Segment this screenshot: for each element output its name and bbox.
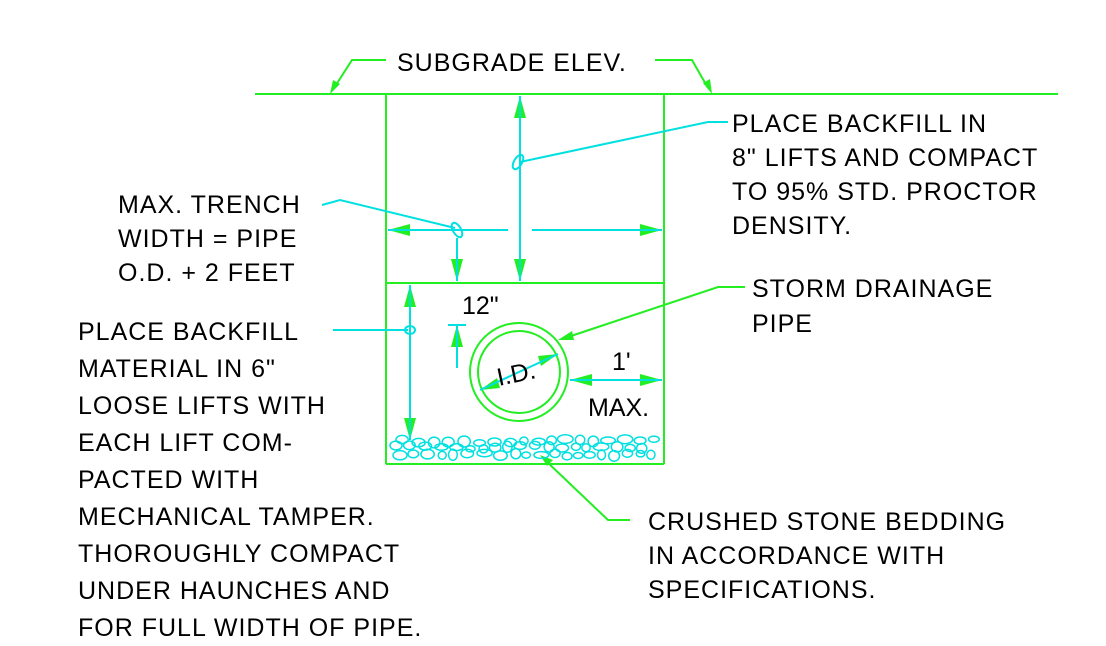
backfill-lower-label: PLACE BACKFILL MATERIAL IN 6" LOOSE LIFT… — [78, 318, 422, 642]
bedding-stone — [492, 450, 508, 462]
crushed-stone-bedding — [389, 434, 660, 462]
bedding-stone — [621, 448, 634, 458]
subgrade-label: SUBGRADE ELEV. — [397, 49, 627, 77]
bedding-stone — [583, 450, 596, 459]
bedding-stone — [411, 437, 426, 448]
bedding-stone — [437, 450, 447, 460]
bedding-stone — [447, 448, 459, 462]
bedding-stone — [503, 437, 518, 448]
bedding-leader — [544, 459, 630, 521]
bedding-stone — [427, 436, 441, 449]
subgrade-arrow-right — [703, 79, 712, 94]
backfill-lower-line-2: MATERIAL IN 6" — [78, 355, 276, 383]
bedding-stone — [457, 435, 472, 448]
pipe-inner-wall — [477, 330, 561, 414]
bedding-stone — [556, 434, 574, 445]
bedding-stone — [487, 437, 502, 447]
bedding-stone — [476, 448, 493, 458]
bedding-stone — [395, 434, 409, 445]
subgrade-leader-right — [655, 59, 709, 89]
bedding-stone — [518, 436, 529, 446]
backfill-top-label: PLACE BACKFILL IN 8" LIFTS AND COMPACT T… — [732, 110, 1046, 240]
backfill-lower-line-4: EACH LIFT COM- — [78, 429, 293, 457]
bedding-stone — [510, 447, 522, 460]
trench-width-line-2: WIDTH = PIPE — [118, 225, 297, 253]
bedding-stone — [646, 449, 656, 461]
backfill-top-line-1: PLACE BACKFILL IN — [732, 110, 987, 138]
backfill-lower-line-1: PLACE BACKFILL — [78, 318, 298, 346]
bedding-label: CRUSHED STONE BEDDING IN ACCORDANCE WITH… — [648, 508, 1014, 604]
backfill-lower-line-9: FOR FULL WIDTH OF PIPE. — [78, 614, 422, 642]
bedding-stone — [624, 443, 637, 453]
backfill-top-line-4: DENSITY. — [732, 212, 852, 240]
bedding-line-2: IN ACCORDANCE WITH — [648, 542, 945, 570]
bedding-stone — [633, 436, 647, 445]
bedding-stone — [472, 438, 487, 447]
storm-pipe-label: STORM DRAINAGE PIPE — [752, 275, 1001, 338]
bedding-stone — [599, 436, 617, 445]
bedding-stone — [402, 440, 416, 451]
pipe-leader — [564, 286, 745, 339]
trench-width-line-1: MAX. TRENCH — [118, 191, 301, 219]
backfill-top-leader-loop — [511, 153, 525, 171]
bedding-stone — [635, 449, 646, 458]
bedding-line-1: CRUSHED STONE BEDDING — [648, 508, 1006, 536]
id-dim-line — [479, 353, 559, 391]
bedding-stone — [635, 442, 648, 455]
dim-inside-diameter-label: I.D. — [494, 356, 538, 391]
backfill-lower-leader-loop — [404, 325, 416, 335]
backfill-top-line-2: 8" LIFTS AND COMPACT — [732, 144, 1038, 172]
bedding-stone — [616, 434, 634, 445]
backfill-lower-line-5: PACTED WITH — [78, 466, 259, 494]
subgrade-leader-left — [333, 59, 386, 89]
bedding-stone — [572, 451, 584, 460]
subgrade-arrow-left — [330, 80, 340, 94]
storm-pipe-line-2: PIPE — [752, 310, 813, 338]
bedding-line-3: SPECIFICATIONS. — [648, 576, 876, 604]
storm-pipe-line-1: STORM DRAINAGE — [752, 275, 993, 303]
bedding-stone — [533, 450, 550, 460]
bedding-stone — [607, 449, 621, 462]
bedding-stone — [546, 435, 558, 446]
backfill-lower-line-6: MECHANICAL TAMPER. — [78, 503, 375, 531]
dim-one-foot-label: 1' — [612, 348, 631, 376]
bedding-stone — [596, 449, 607, 461]
cyan-dimension-lines — [321, 96, 728, 440]
bedding-stone — [420, 448, 436, 460]
bedding-stone — [389, 440, 403, 451]
pipe-leader-arrow — [558, 331, 574, 340]
bedding-stone — [543, 440, 555, 453]
backfill-lower-line-3: LOOSE LIFTS WITH — [78, 392, 326, 420]
backfill-lower-line-7: THOROUGHLY COMPACT — [78, 540, 400, 568]
bedding-stone — [460, 448, 475, 459]
trench-width-line-3: O.D. + 2 FEET — [118, 259, 296, 287]
bedding-stone — [407, 449, 420, 459]
bedding-stone — [587, 435, 600, 448]
bedding-stone — [554, 443, 570, 453]
bedding-stone — [574, 434, 586, 446]
bedding-stone — [647, 435, 660, 444]
backfill-lower-line-8: UNDER HAUNCHES AND — [78, 577, 390, 605]
bedding-stone — [392, 449, 408, 461]
trench-structure — [255, 93, 1058, 465]
bedding-stone — [549, 448, 561, 459]
bedding-stone — [561, 451, 573, 461]
pipe-outer-wall — [469, 322, 569, 422]
backfill-top-line-3: TO 95% STD. PROCTOR — [732, 178, 1038, 206]
bedding-stone — [531, 437, 547, 446]
dim-12-inch-label: 12" — [462, 292, 499, 320]
dim-max-label: MAX. — [588, 394, 649, 422]
bedding-stone — [441, 436, 455, 448]
trench-width-label: MAX. TRENCH WIDTH = PIPE O.D. + 2 FEET — [118, 191, 309, 287]
bedding-stone — [521, 451, 532, 459]
green-leaders — [330, 59, 745, 521]
backfill-top-leader — [519, 121, 728, 163]
trench-width-leader-loop — [450, 221, 464, 239]
trench-width-leader — [321, 198, 456, 229]
